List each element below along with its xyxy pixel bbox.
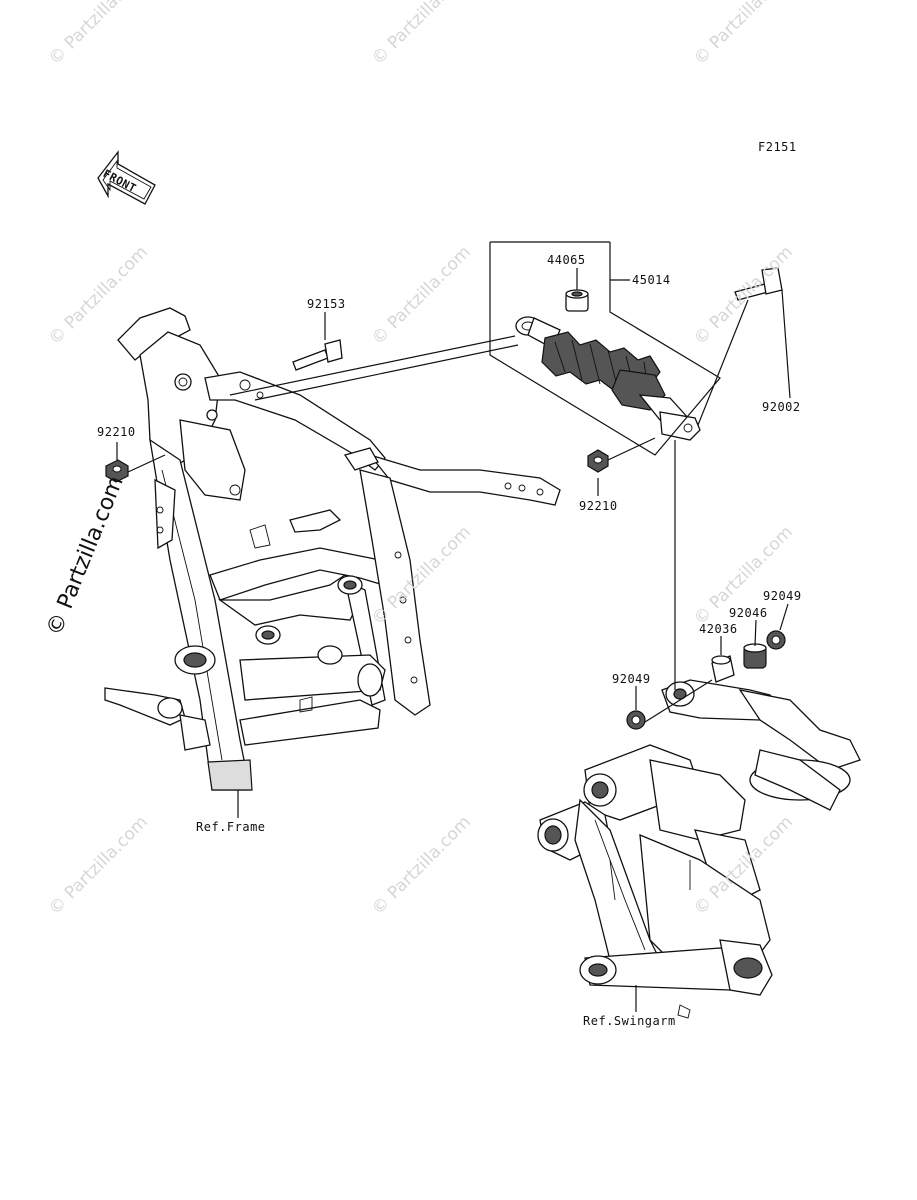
front-arrow-icon xyxy=(97,150,156,205)
callout-92210-right[interactable]: 92210 xyxy=(579,499,618,513)
callout-92049-top[interactable]: 92049 xyxy=(763,589,802,603)
callout-42036[interactable]: 42036 xyxy=(699,622,738,636)
nut-92210-right-drawing xyxy=(587,449,609,473)
bolt-92153-drawing xyxy=(292,339,343,371)
callout-92049-left[interactable]: 92049 xyxy=(612,672,651,686)
nut-92210-left-drawing xyxy=(105,459,129,483)
callout-92046[interactable]: 92046 xyxy=(729,606,768,620)
seal-92049-left-drawing xyxy=(626,710,646,730)
seal-92049-top-drawing xyxy=(766,630,786,650)
swingarm-drawing xyxy=(537,679,861,1019)
ref-frame-label[interactable]: Ref.Frame xyxy=(196,820,266,834)
callout-92002[interactable]: 92002 xyxy=(762,400,801,414)
callout-45014[interactable]: 45014 xyxy=(632,273,671,287)
bearing-92046-drawing xyxy=(743,643,767,669)
sleeve-42036-drawing xyxy=(711,655,735,683)
callout-92153[interactable]: 92153 xyxy=(307,297,346,311)
figure-code: F2151 xyxy=(758,140,797,154)
collar-44065-drawing xyxy=(565,289,589,312)
frame-drawing xyxy=(104,307,561,791)
shock-absorber-drawing xyxy=(515,316,701,441)
callout-92210-left[interactable]: 92210 xyxy=(97,425,136,439)
leader-lines xyxy=(116,241,791,1012)
ref-swingarm-label[interactable]: Ref.Swingarm xyxy=(583,1014,676,1028)
bolt-92002-drawing xyxy=(734,267,783,301)
callout-44065[interactable]: 44065 xyxy=(547,253,586,267)
